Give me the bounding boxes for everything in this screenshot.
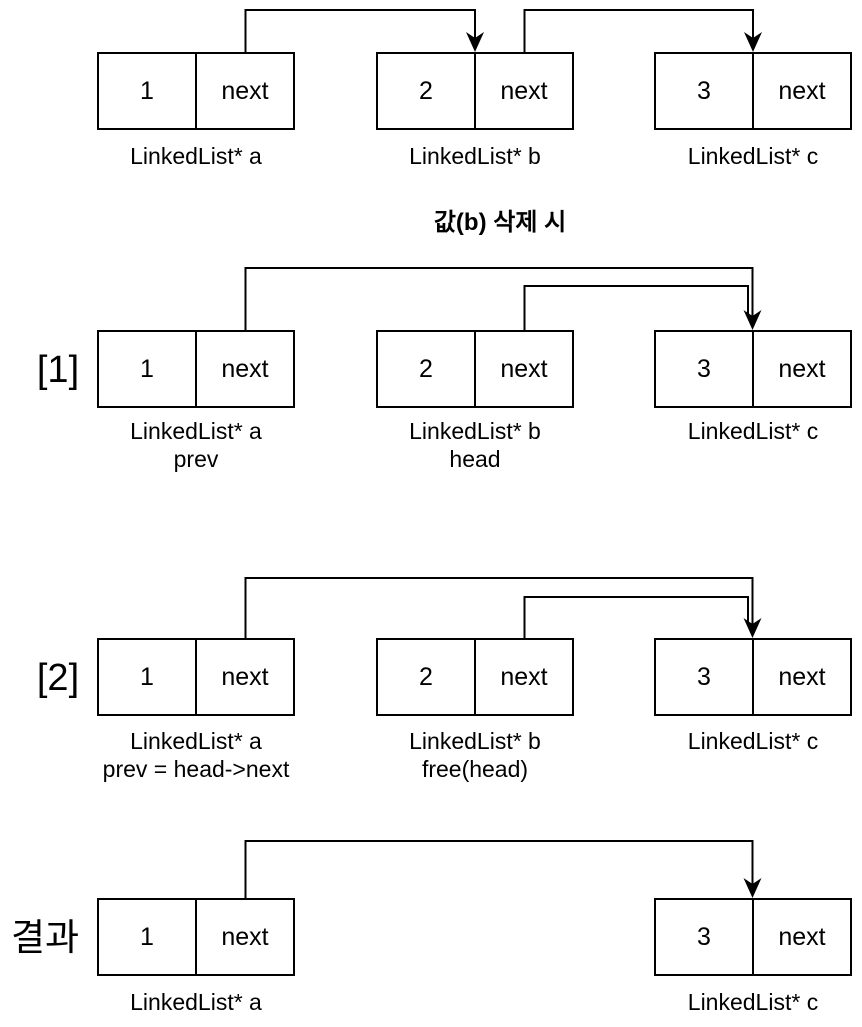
node-value: 2: [378, 640, 476, 714]
node-a-label: LinkedList* a: [130, 989, 262, 1015]
node-pointer: next: [500, 662, 548, 691]
diagram-title: 값(b) 삭제 시: [433, 209, 567, 236]
node-c-label: LinkedList* c: [687, 143, 819, 169]
node-a-row3: 1 next: [97, 898, 295, 976]
result-marker: 결과: [10, 917, 80, 958]
pointer-line-r1-a-to-c: [244, 267, 754, 330]
node-c-row3: 3 next: [654, 898, 852, 976]
node-c-row0: 3 next: [654, 52, 852, 130]
node-pointer: next: [778, 662, 826, 691]
node-value: 1: [99, 54, 197, 128]
node-a-label: LinkedList* a: [130, 143, 262, 169]
node-a-label: LinkedList* a prev: [130, 418, 262, 472]
node-c-row2: 3 next: [654, 638, 852, 716]
node-b-row1: 2 next: [376, 330, 574, 408]
node-b-label: LinkedList* b free(head): [409, 728, 541, 782]
node-pointer: next: [221, 354, 269, 383]
node-pointer: next: [778, 922, 826, 951]
node-pointer: next: [778, 354, 826, 383]
pointer-line-r0-a-to-b: [244, 9, 476, 52]
arrowhead-r0-c-icon: [744, 32, 762, 52]
node-value: 3: [656, 332, 754, 406]
node-c-label: LinkedList* c: [687, 989, 819, 1015]
node-pointer: next: [500, 354, 548, 383]
node-value: 1: [99, 640, 197, 714]
pointer-line-r1-b-to-c: [523, 285, 749, 330]
node-value: 1: [99, 332, 197, 406]
pointer-line-r2-a-to-c: [244, 577, 754, 638]
node-b-label: LinkedList* b: [409, 143, 541, 169]
node-value: 2: [378, 54, 476, 128]
node-a-row2: 1 next: [97, 638, 295, 716]
node-value: 2: [378, 332, 476, 406]
step-marker-2: [2]: [36, 657, 80, 699]
step-marker-1: [1]: [36, 349, 80, 391]
node-pointer: next: [221, 662, 269, 691]
node-a-row0: 1 next: [97, 52, 295, 130]
node-pointer: next: [221, 76, 269, 105]
node-c-row1: 3 next: [654, 330, 852, 408]
node-value: 3: [656, 54, 754, 128]
node-b-label: LinkedList* b head: [409, 418, 541, 472]
pointer-line-r2-b-to-c: [523, 596, 749, 638]
node-a-row1: 1 next: [97, 330, 295, 408]
node-c-label: LinkedList* c: [687, 418, 819, 444]
node-value: 3: [656, 640, 754, 714]
node-a-label: LinkedList* a prev = head->next: [102, 728, 290, 782]
node-b-row2: 2 next: [376, 638, 574, 716]
node-value: 1: [99, 900, 197, 974]
node-b-row0: 2 next: [376, 52, 574, 130]
node-c-label: LinkedList* c: [687, 728, 819, 754]
node-pointer: next: [778, 76, 826, 105]
arrowhead-r2-c-icon: [743, 618, 762, 638]
pointer-line-r3-a-to-c: [244, 840, 754, 898]
node-value: 3: [656, 900, 754, 974]
arrowhead-r0-b-icon: [466, 32, 484, 52]
arrowhead-r1-c-icon: [743, 310, 762, 330]
node-pointer: next: [500, 76, 548, 105]
pointer-line-r0-b-to-c: [523, 9, 754, 52]
arrowhead-r3-c-icon: [743, 878, 762, 898]
node-pointer: next: [221, 922, 269, 951]
